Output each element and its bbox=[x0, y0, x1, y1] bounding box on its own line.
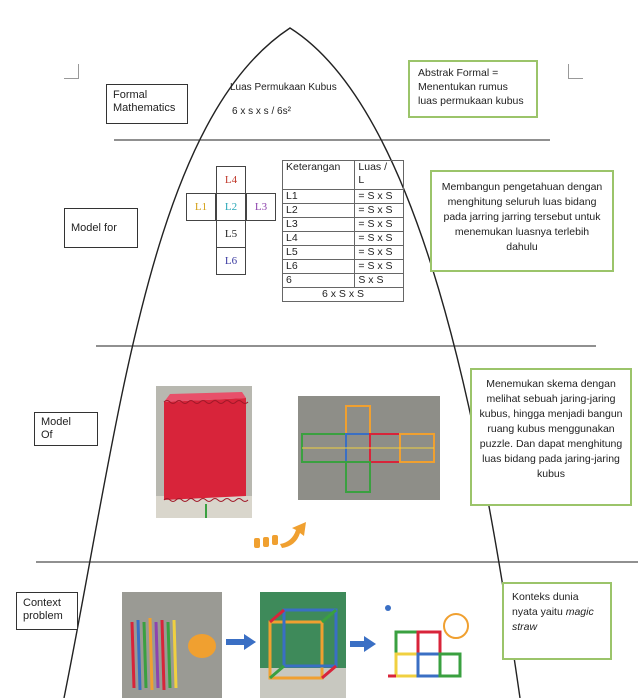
keterangan-table: Keterangan Luas / L L1= S x S L2= S x S … bbox=[281, 160, 404, 302]
net-cell-l4: L4 bbox=[216, 166, 246, 194]
note-model-of: Menemukan skema dengan melihat sebuah ja… bbox=[470, 368, 632, 506]
note-model-for-text: Membangun pengetahuan dengan menghitung … bbox=[441, 181, 603, 253]
table-header-luas: Luas / L bbox=[354, 160, 404, 190]
note-model-of-text: Menemukan skema dengan melihat sebuah ja… bbox=[479, 378, 623, 480]
table-footer: 6 x S x S bbox=[282, 287, 404, 302]
table-row: L6= S x S bbox=[281, 259, 404, 274]
table-row: L2= S x S bbox=[281, 203, 404, 218]
table-cell: = S x S bbox=[354, 245, 404, 260]
arrow-right-icon bbox=[350, 636, 376, 652]
table-row: L1= S x S bbox=[281, 189, 404, 204]
net-cell-label: L3 bbox=[254, 201, 268, 213]
label-model-for: Model for bbox=[64, 208, 138, 248]
net-cell-label: L4 bbox=[224, 174, 238, 186]
net-cell-l3: L3 bbox=[246, 193, 276, 221]
net-cell-l1: L1 bbox=[186, 193, 216, 221]
table-cell: = S x S bbox=[354, 203, 404, 218]
formal-formula: 6 x s x s / 6s² bbox=[232, 106, 291, 117]
cube-net: L4 L1 L2 L3 L5 L6 bbox=[186, 166, 278, 280]
table-cell: = S x S bbox=[354, 189, 404, 204]
table-row: L5= S x S bbox=[281, 245, 404, 260]
net-cell-label: L2 bbox=[224, 201, 238, 213]
note-model-for: Membangun pengetahuan dengan menghitung … bbox=[430, 170, 614, 272]
straw-net-photo bbox=[298, 396, 440, 500]
corner-mark-right bbox=[568, 64, 583, 79]
note-abstrak-formal: Abstrak Formal = Menentukan rumus luas p… bbox=[408, 60, 538, 118]
note-abstrak-formal-text: Abstrak Formal = Menentukan rumus luas p… bbox=[418, 67, 524, 107]
label-formal-mathematics: Formal Mathematics bbox=[106, 84, 188, 124]
table-cell: L6 bbox=[281, 259, 356, 274]
arrow-right-icon bbox=[226, 634, 256, 650]
table-cell: 6 bbox=[281, 273, 356, 288]
table-cell: L5 bbox=[281, 245, 356, 260]
net-cell-l2: L2 bbox=[216, 193, 246, 221]
note-context-text: Konteks dunia nyata yaitu bbox=[512, 591, 579, 618]
table-cell: = S x S bbox=[354, 231, 404, 246]
table-header-row: Keterangan Luas / L bbox=[281, 160, 404, 190]
corner-mark-left bbox=[64, 64, 79, 79]
table-cell: L4 bbox=[281, 231, 356, 246]
net-cell-label: L1 bbox=[194, 201, 208, 213]
table-header-keterangan: Keterangan bbox=[281, 160, 356, 190]
table-cell: S x S bbox=[354, 273, 404, 288]
puzzle-cube-photo bbox=[156, 386, 252, 518]
label-context-problem: Context problem bbox=[16, 592, 78, 630]
net-cell-label: L6 bbox=[224, 255, 238, 267]
table-row: L3= S x S bbox=[281, 217, 404, 232]
note-context-italic: magic straw bbox=[512, 606, 594, 633]
table-footer-row: 6 x S x S bbox=[282, 287, 404, 302]
straws-photo bbox=[122, 592, 222, 698]
table-cell: = S x S bbox=[354, 259, 404, 274]
table-row: L4= S x S bbox=[281, 231, 404, 246]
net-cell-label: L5 bbox=[224, 228, 238, 240]
formal-title: Luas Permukaan Kubus bbox=[230, 82, 337, 93]
table-cell: L3 bbox=[281, 217, 356, 232]
label-model-of: Model Of bbox=[34, 412, 98, 446]
net-cell-l5: L5 bbox=[216, 220, 246, 248]
straw-cube-photo bbox=[260, 592, 346, 698]
transition-arrow-icon bbox=[254, 522, 306, 548]
table-cell: = S x S bbox=[354, 217, 404, 232]
table-cell: L2 bbox=[281, 203, 356, 218]
net-cell-l6: L6 bbox=[216, 247, 246, 275]
magic-straw-product-image bbox=[376, 596, 470, 698]
table-cell: L1 bbox=[281, 189, 356, 204]
note-context: Konteks dunia nyata yaitu magic straw bbox=[502, 582, 612, 660]
